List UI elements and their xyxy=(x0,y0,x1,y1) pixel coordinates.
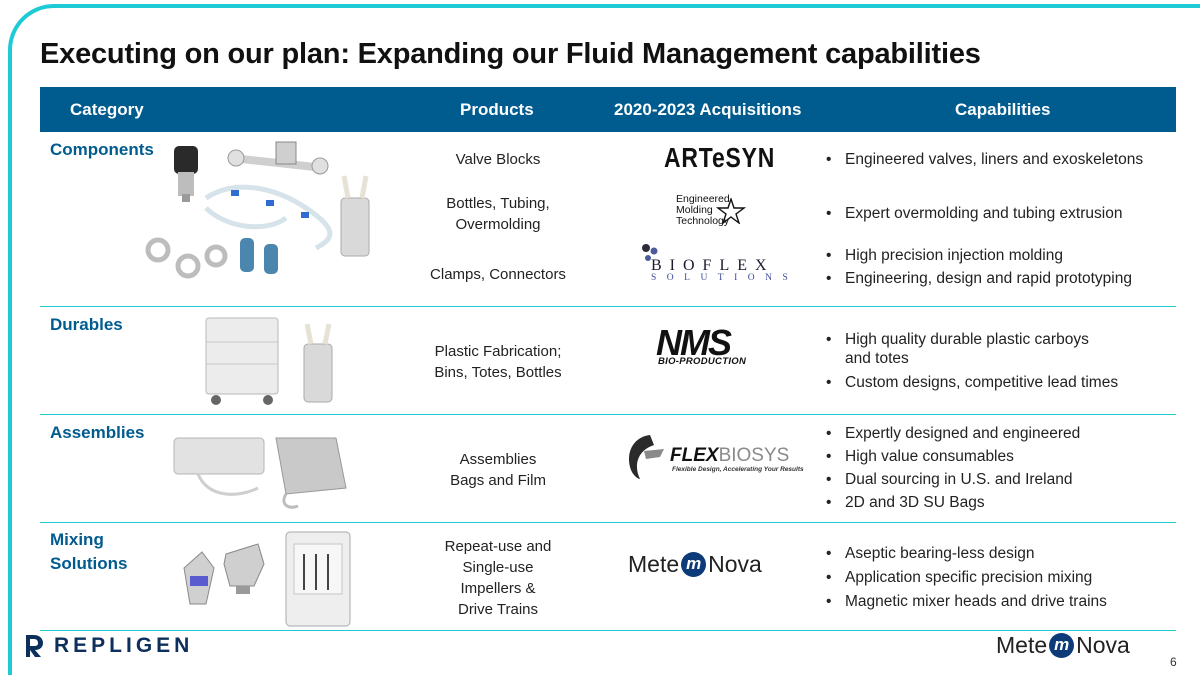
category-components: Components xyxy=(50,140,154,159)
product-single-use: Single-use xyxy=(462,559,534,576)
capability-item: Expertly designed and engineered xyxy=(822,424,1080,443)
bioflex-logo-text: BIOFLEX xyxy=(651,257,775,274)
row-divider xyxy=(40,414,1176,415)
emt-logo-line: Technology xyxy=(676,215,730,227)
flexbiosys-logo: FLEXBIOSYS xyxy=(670,446,789,466)
capability-item: High value consumables xyxy=(822,447,1080,466)
capabilities-durables: High quality durable plastic carboys and… xyxy=(822,330,1122,392)
product-valve-blocks: Valve Blocks xyxy=(455,151,541,168)
capability-item: Application specific precision mixing xyxy=(822,568,1107,587)
nms-logo: NMS xyxy=(656,322,732,363)
capability-item: Custom designs, competitive lead times xyxy=(822,373,1122,392)
header-products: Products xyxy=(460,100,534,119)
artesyn-logo: ARTeSYN xyxy=(664,142,776,173)
assemblies-product-image xyxy=(173,437,347,509)
capabilities-components-3: High precision injection molding Enginee… xyxy=(822,246,1132,288)
product-bins-totes: Bins, Totes, Bottles xyxy=(434,364,562,381)
bioflex-dots-icon xyxy=(642,244,658,261)
bioflex-logo-subtext: SOLUTIONS xyxy=(651,273,799,283)
capabilities-mixing: Aseptic bearing-less design Application … xyxy=(822,544,1107,611)
page-number: 6 xyxy=(1170,655,1177,669)
metenova-logo-part: Mete xyxy=(996,632,1048,658)
product-bottles-tubing: Bottles, Tubing, Overmolding xyxy=(446,195,550,233)
repligen-mark-icon xyxy=(26,635,43,657)
flexbiosys-logo-part: BIOSYS xyxy=(718,445,790,466)
capabilities-components-1: Engineered valves, liners and exoskeleto… xyxy=(822,150,1143,169)
row-divider xyxy=(40,630,1176,631)
components-product-image xyxy=(145,141,370,279)
emt-logo-line: Molding xyxy=(676,204,713,216)
header-category: Category xyxy=(70,100,144,119)
emt-logo: Engineered Molding Technology xyxy=(676,194,730,227)
emt-logo-line: Engineered xyxy=(676,193,730,205)
capability-item: Dual sourcing in U.S. and Ireland xyxy=(822,470,1080,489)
product-bags-film: Bags and Film xyxy=(450,472,546,489)
product-clamps-connectors: Clamps, Connectors xyxy=(430,266,566,283)
mixing-product-image xyxy=(183,531,351,627)
slide-title: Executing on our plan: Expanding our Flu… xyxy=(40,38,981,70)
row-divider xyxy=(40,306,1176,307)
metenova-m-icon: m xyxy=(681,552,707,577)
category-assemblies: Assemblies xyxy=(50,423,145,442)
repligen-wordmark: REPLIGEN xyxy=(54,634,194,657)
capability-item: High quality durable plastic carboys and… xyxy=(822,330,1112,368)
capability-item: Engineering, design and rapid prototypin… xyxy=(822,269,1132,288)
metenova-m-icon: m xyxy=(1049,633,1075,658)
capability-item: 2D and 3D SU Bags xyxy=(822,493,1080,512)
header-capabilities: Capabilities xyxy=(955,100,1051,119)
category-line: Mixing xyxy=(50,530,104,549)
table-header: Category Products 2020-2023 Acquisitions… xyxy=(40,87,1176,132)
footer-metenova-logo: Mete m Nova xyxy=(996,632,1130,659)
category-mixing-solutions: Mixing Solutions xyxy=(50,528,127,576)
repligen-logo: REPLIGEN xyxy=(22,630,193,662)
product-drive-trains: Drive Trains xyxy=(457,601,539,618)
flexbiosys-tagline: Flexible Design, Accelerating Your Resul… xyxy=(672,466,804,473)
capability-item: Aseptic bearing-less design xyxy=(822,544,1107,563)
category-durables: Durables xyxy=(50,315,123,334)
product-plastic-fabrication: Plastic Fabrication; xyxy=(434,343,562,360)
emt-star-icon xyxy=(716,198,746,224)
metenova-logo-part: Nova xyxy=(1076,632,1130,658)
capabilities-components-2: Expert overmolding and tubing extrusion xyxy=(822,204,1122,223)
flexbiosys-logo-part: FLEX xyxy=(670,445,719,466)
capability-item: Engineered valves, liners and exoskeleto… xyxy=(822,150,1143,169)
product-assemblies: Assemblies xyxy=(459,451,537,468)
metenova-logo: Mete m Nova xyxy=(628,551,762,578)
nms-logo-subtext: BIO-PRODUCTION xyxy=(658,356,747,367)
capability-item: Expert overmolding and tubing extrusion xyxy=(822,204,1122,223)
category-line: Solutions xyxy=(50,554,128,573)
durables-product-image xyxy=(205,317,333,405)
capability-item: High precision injection molding xyxy=(822,246,1132,265)
capability-item: Magnetic mixer heads and drive trains xyxy=(822,592,1107,611)
metenova-logo-part: Mete xyxy=(628,551,680,577)
product-impellers: Impellers & xyxy=(460,580,536,597)
metenova-logo-part: Nova xyxy=(708,551,762,577)
header-acquisitions: 2020-2023 Acquisitions xyxy=(614,100,802,119)
product-repeat-use: Repeat-use and xyxy=(444,538,552,555)
row-divider xyxy=(40,522,1176,523)
flexbiosys-mark-icon xyxy=(628,435,664,479)
capabilities-assemblies: Expertly designed and engineered High va… xyxy=(822,424,1080,512)
